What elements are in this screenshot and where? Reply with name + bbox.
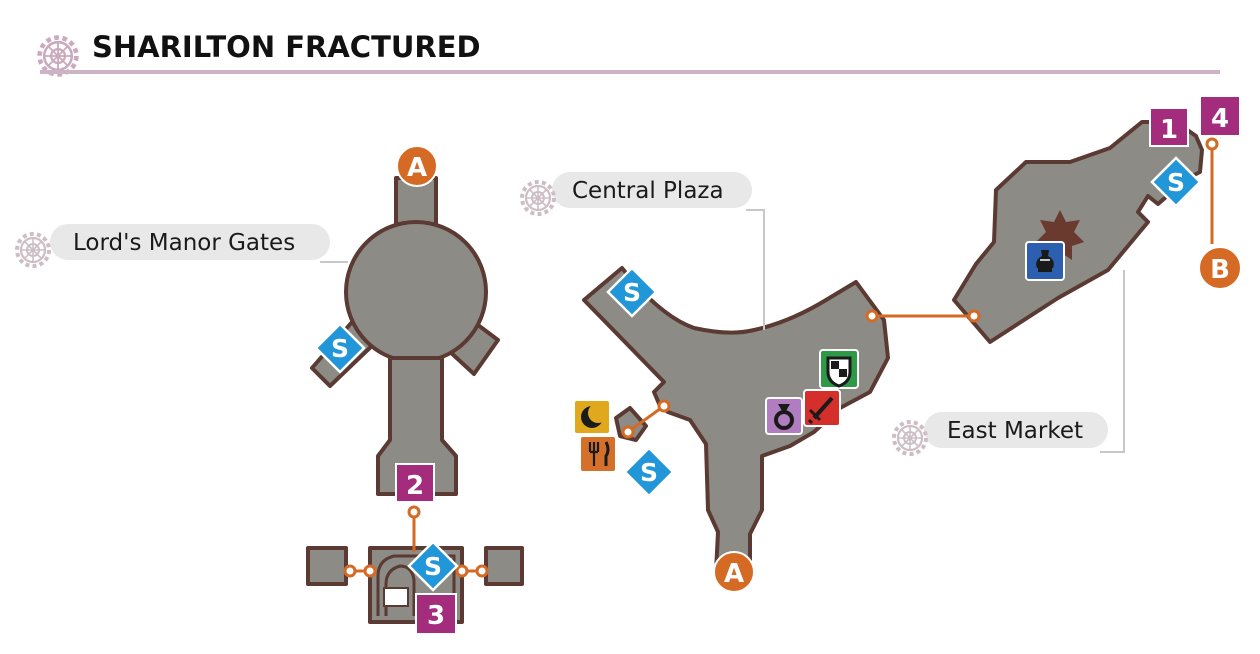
map-section-central-plaza (582, 266, 890, 574)
save-point-left[interactable]: S (314, 322, 366, 374)
sword-icon[interactable] (803, 389, 841, 427)
svg-text:S: S (331, 334, 349, 363)
svg-text:S: S (1167, 168, 1185, 197)
marker-a-bottom[interactable]: A (713, 551, 755, 593)
marker-a-top[interactable]: A (396, 145, 438, 187)
svg-text:S: S (640, 458, 658, 487)
map-section-east-market (952, 120, 1204, 344)
svg-text:East Market: East Market (947, 418, 1083, 444)
area-label-lords-manor-gates[interactable]: Lord's Manor Gates (50, 224, 330, 260)
svg-text:Lord's Manor Gates: Lord's Manor Gates (73, 230, 295, 256)
save-point-lower[interactable]: S (407, 540, 459, 592)
marker-number-2[interactable]: 2 (395, 463, 435, 503)
marker-number-1[interactable]: 1 (1149, 107, 1189, 147)
svg-text:2: 2 (406, 471, 424, 501)
svg-text:B: B (1210, 255, 1230, 285)
title-underline (40, 70, 1220, 74)
svg-text:S: S (424, 552, 442, 581)
label-leader-lines (320, 209, 1125, 453)
area-gear-icon (15, 232, 51, 268)
save-point-plaza-top[interactable]: S (606, 266, 658, 318)
potion-icon[interactable] (1025, 241, 1065, 281)
area-gear-icon (892, 420, 928, 456)
svg-text:1: 1 (1160, 115, 1178, 145)
area-gear-icon (520, 180, 556, 216)
marker-b[interactable]: B (1198, 246, 1242, 290)
connector-dots (343, 137, 1219, 578)
svg-text:Central Plaza: Central Plaza (572, 178, 724, 204)
save-point-plaza-left[interactable]: S (623, 446, 675, 498)
svg-text:4: 4 (1211, 104, 1229, 134)
fork-knife-icon[interactable] (579, 435, 617, 473)
map-title: SHARILTON FRACTURED (92, 30, 481, 64)
svg-text:A: A (724, 559, 744, 589)
title-gear-icon (40, 38, 77, 75)
svg-text:3: 3 (427, 601, 445, 631)
connector-lines (352, 144, 1214, 573)
save-point-east[interactable]: S (1150, 156, 1202, 208)
shield-icon[interactable] (819, 349, 859, 389)
svg-text:S: S (623, 278, 641, 307)
marker-number-4[interactable]: 4 (1199, 95, 1241, 137)
area-label-east-market[interactable]: East Market (924, 412, 1108, 448)
svg-text:A: A (407, 153, 427, 183)
map-section-lords-manor-gates (306, 176, 524, 624)
ring-icon[interactable] (765, 397, 803, 435)
crescent-moon-icon[interactable] (573, 399, 611, 435)
area-label-central-plaza[interactable]: Central Plaza (552, 172, 752, 208)
white-door (383, 587, 409, 607)
marker-number-3[interactable]: 3 (415, 593, 457, 635)
